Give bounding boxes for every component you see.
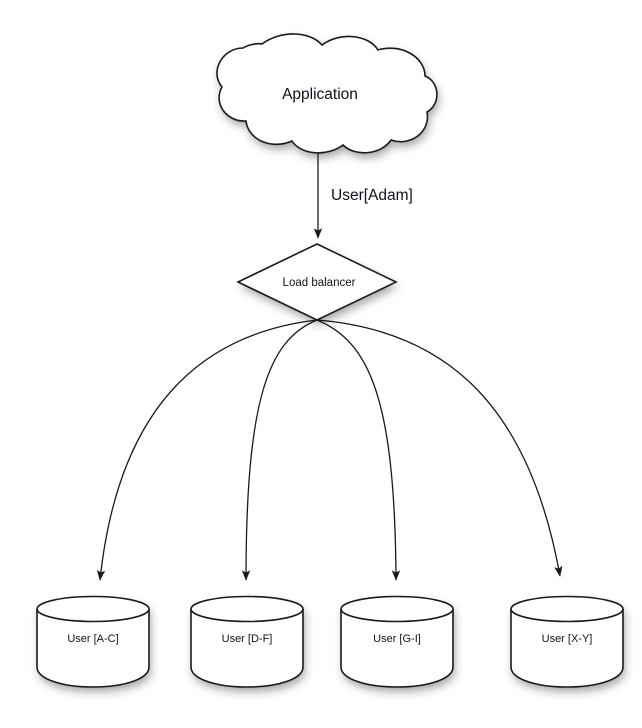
db-gi-body-outline (340, 609, 454, 688)
edge-lb-to-df-line (241, 319, 318, 581)
edge-lb-to-db-ac[interactable] (96, 319, 318, 581)
cloud-outline (216, 33, 438, 154)
edge-lb-to-db-df[interactable] (241, 319, 318, 581)
node-load-balancer[interactable]: Load balancer (236, 243, 398, 321)
cloud-icon (216, 33, 437, 153)
db-df-top-ellipse (190, 595, 304, 623)
database-cylinder-icon (191, 609, 303, 687)
node-label-db-xy: User [X-Y] (542, 633, 593, 645)
db-gi-top-ellipse (340, 595, 454, 623)
edge-lb-to-ac-line (96, 319, 318, 581)
edge-lb-to-gi-line (316, 319, 401, 581)
node-label-db-gi: User [G-I] (373, 633, 421, 645)
node-label-db-ac: User [A-C] (67, 633, 118, 645)
node-label-db-df: User [D-F] (222, 633, 273, 645)
node-label-load-balancer: Load balancer (283, 277, 356, 289)
db-ac-body-outline (36, 609, 150, 688)
db-ac-top-ellipse (36, 595, 150, 623)
edge-app-to-lb[interactable]: User[Adam] (313, 152, 413, 239)
node-db-ac[interactable]: User [A-C] (36, 595, 150, 688)
edge-lb-to-xy-line (316, 319, 563, 577)
node-db-gi[interactable]: User [G-I] (340, 595, 454, 688)
database-cylinder-icon (341, 609, 453, 687)
db-xy-body-outline (510, 609, 624, 688)
node-db-xy[interactable]: User [X-Y] (510, 595, 624, 688)
node-label-application: Application (282, 86, 358, 103)
db-df-body-outline (190, 609, 304, 688)
node-application[interactable]: Application (216, 33, 438, 154)
node-db-df[interactable]: User [D-F] (190, 595, 304, 688)
edge-lb-to-db-gi[interactable] (316, 319, 401, 581)
edge-lb-to-db-xy[interactable] (316, 319, 563, 577)
database-cylinder-icon (37, 609, 149, 687)
database-cylinder-icon (511, 609, 623, 687)
edge-label-user-adam: User[Adam] (331, 187, 413, 204)
db-xy-top-ellipse (510, 595, 624, 623)
